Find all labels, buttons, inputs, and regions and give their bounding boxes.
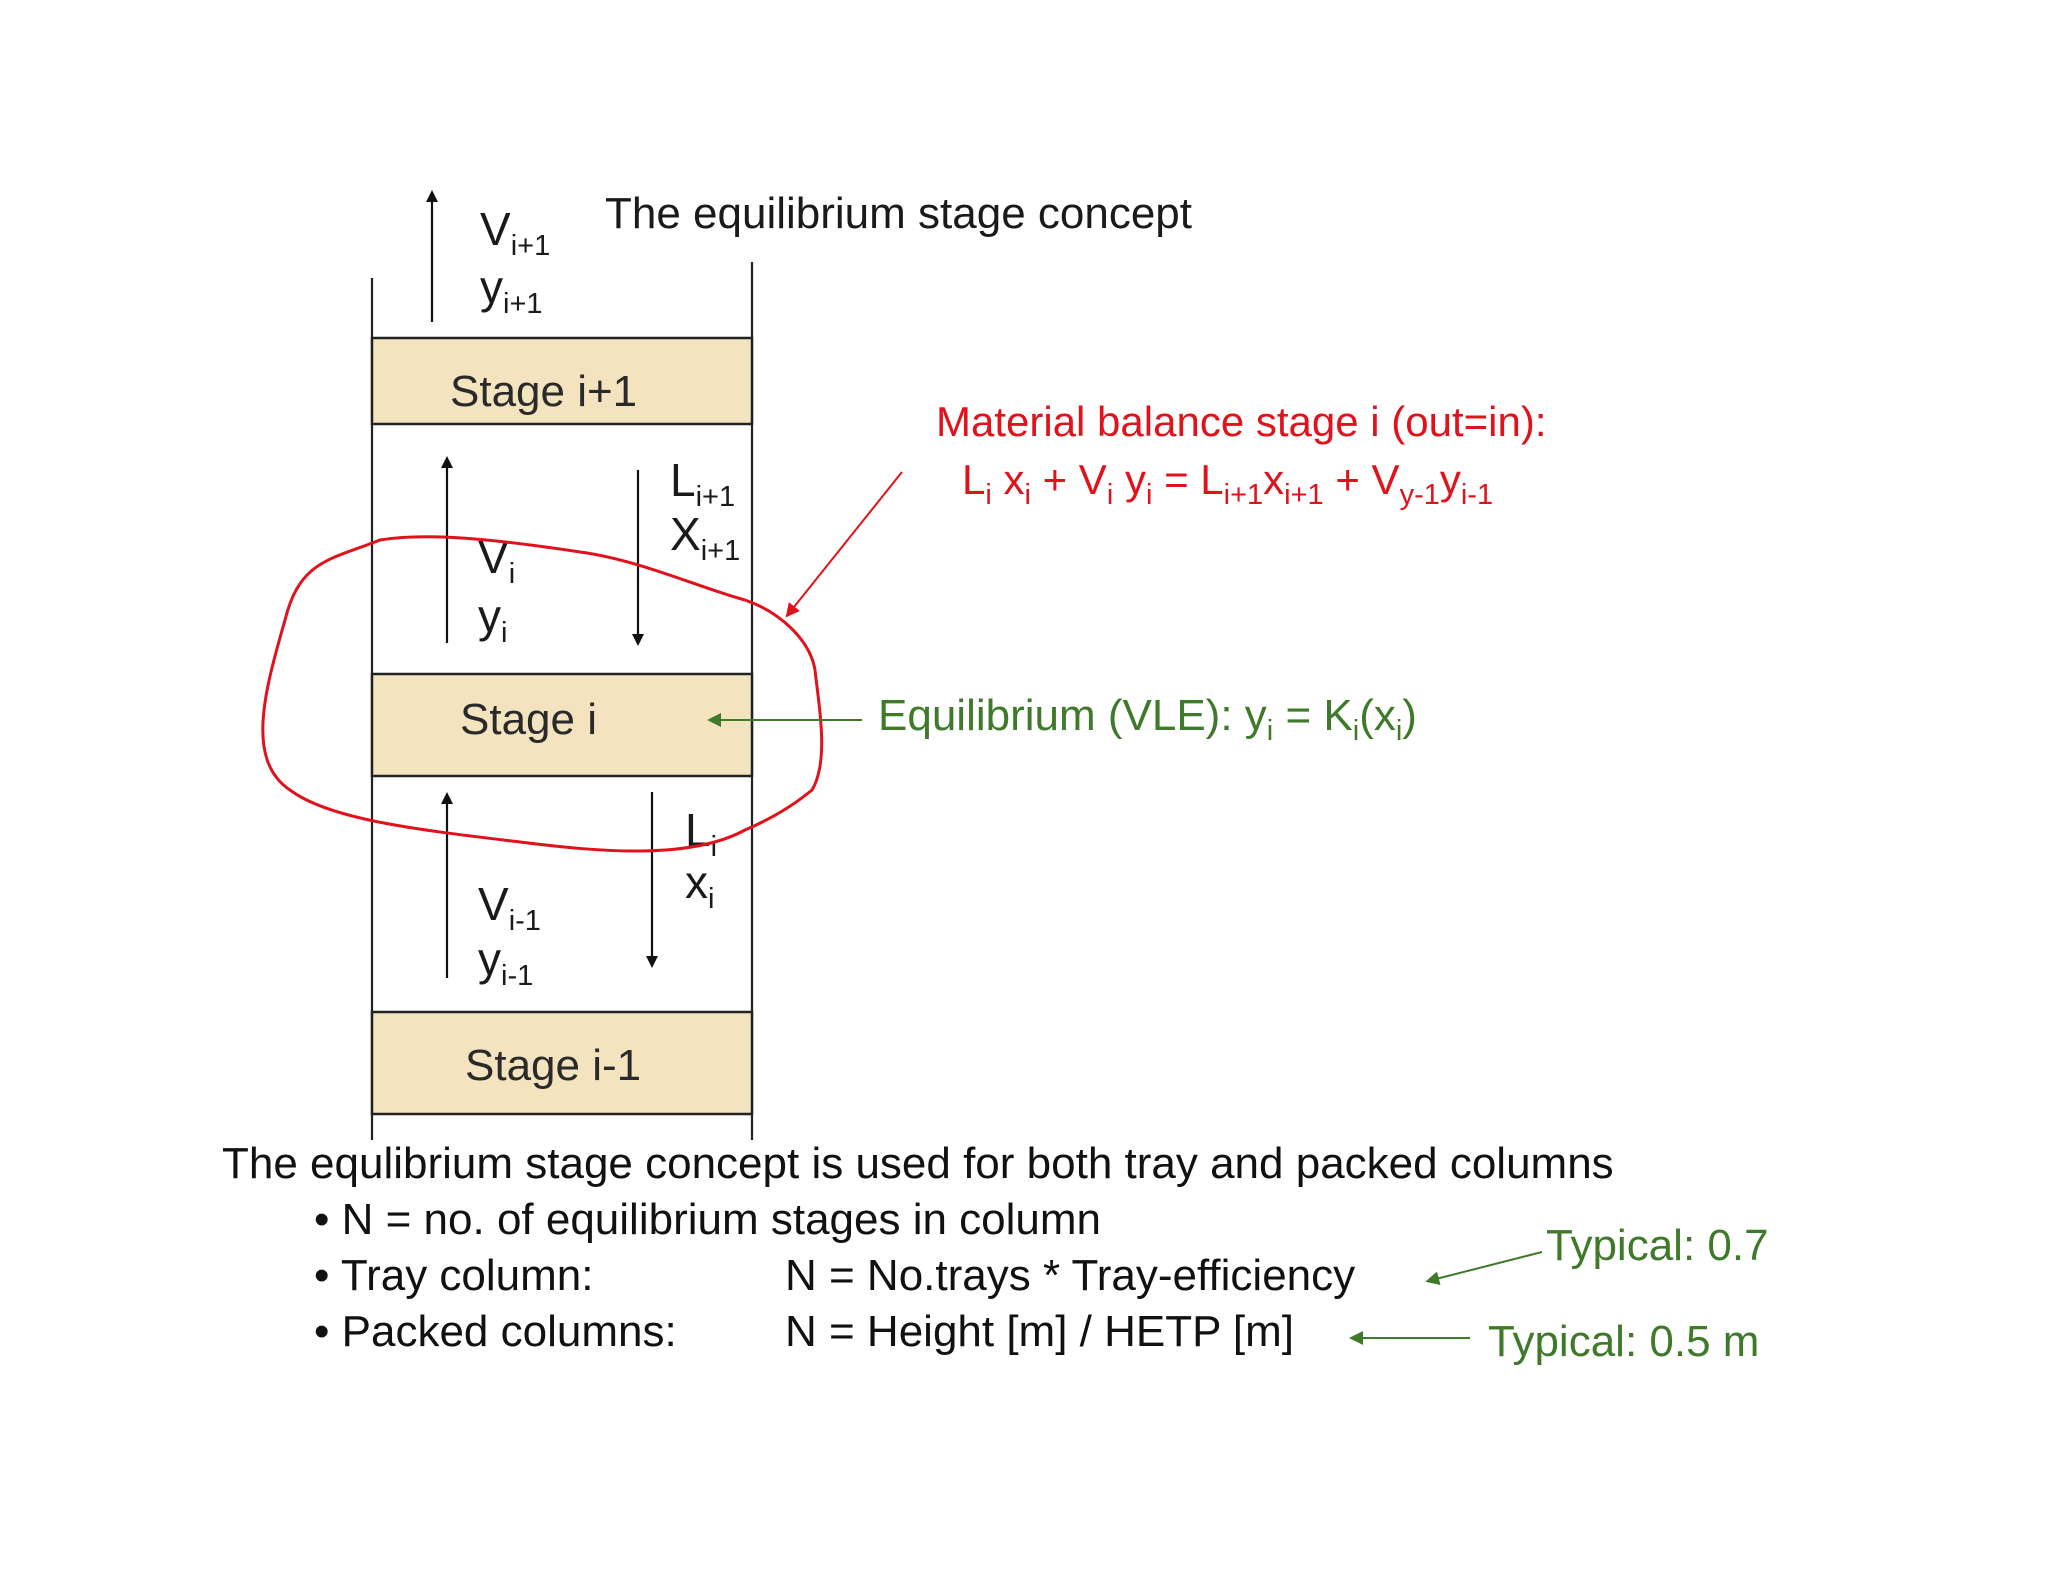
stage-middle-box xyxy=(370,672,754,778)
x-top-label: Xi+1 xyxy=(670,508,740,567)
material-balance-equation: Li xi + Vi yi = Li+1xi+1 + Vy-1yi-1 xyxy=(962,456,1493,511)
control-volume-loop xyxy=(261,535,824,853)
x-mid-label: xi xyxy=(685,856,714,915)
bullet-tray-formula: N = No.trays * Tray-efficiency xyxy=(785,1251,1355,1300)
diagram-title: The equilibrium stage concept xyxy=(605,189,1192,238)
stage-top-label: Stage i+1 xyxy=(450,367,637,416)
material-balance-arrow xyxy=(785,471,903,618)
stage-middle-label: Stage i xyxy=(460,695,597,744)
y-mid-label: yi xyxy=(478,590,507,649)
bullet-tray-label: • Tray column: xyxy=(314,1251,594,1300)
l-top-label: Li+1 xyxy=(670,454,735,513)
y-top-label: yi+1 xyxy=(480,261,543,320)
l-mid-label: Li xyxy=(685,804,717,863)
stage-bottom-box xyxy=(370,1010,754,1116)
v-top-label: Vi+1 xyxy=(480,203,550,262)
y-bot-label: yi-1 xyxy=(478,933,533,992)
typical-packed-text: Typical: 0.5 m xyxy=(1488,1317,1759,1366)
bullet-packed-formula: N = Height [m] / HETP [m] xyxy=(785,1307,1294,1356)
stage-top-box xyxy=(370,336,754,426)
bullet-n-definition: • N = no. of equilibrium stages in colum… xyxy=(314,1195,1101,1244)
footer-lead: The equlibrium stage concept is used for… xyxy=(222,1139,1614,1188)
material-balance-heading: Material balance stage i (out=in): xyxy=(936,398,1547,445)
v-bot-label: Vi-1 xyxy=(478,878,541,937)
typical-tray-text: Typical: 0.7 xyxy=(1546,1221,1769,1270)
equilibrium-text: Equilibrium (VLE): yi = Ki(xi) xyxy=(878,691,1417,747)
stage-bottom-label: Stage i-1 xyxy=(465,1041,641,1090)
bullet-packed-label: • Packed columns: xyxy=(314,1307,677,1356)
typical-tray-arrow xyxy=(1425,1251,1543,1286)
